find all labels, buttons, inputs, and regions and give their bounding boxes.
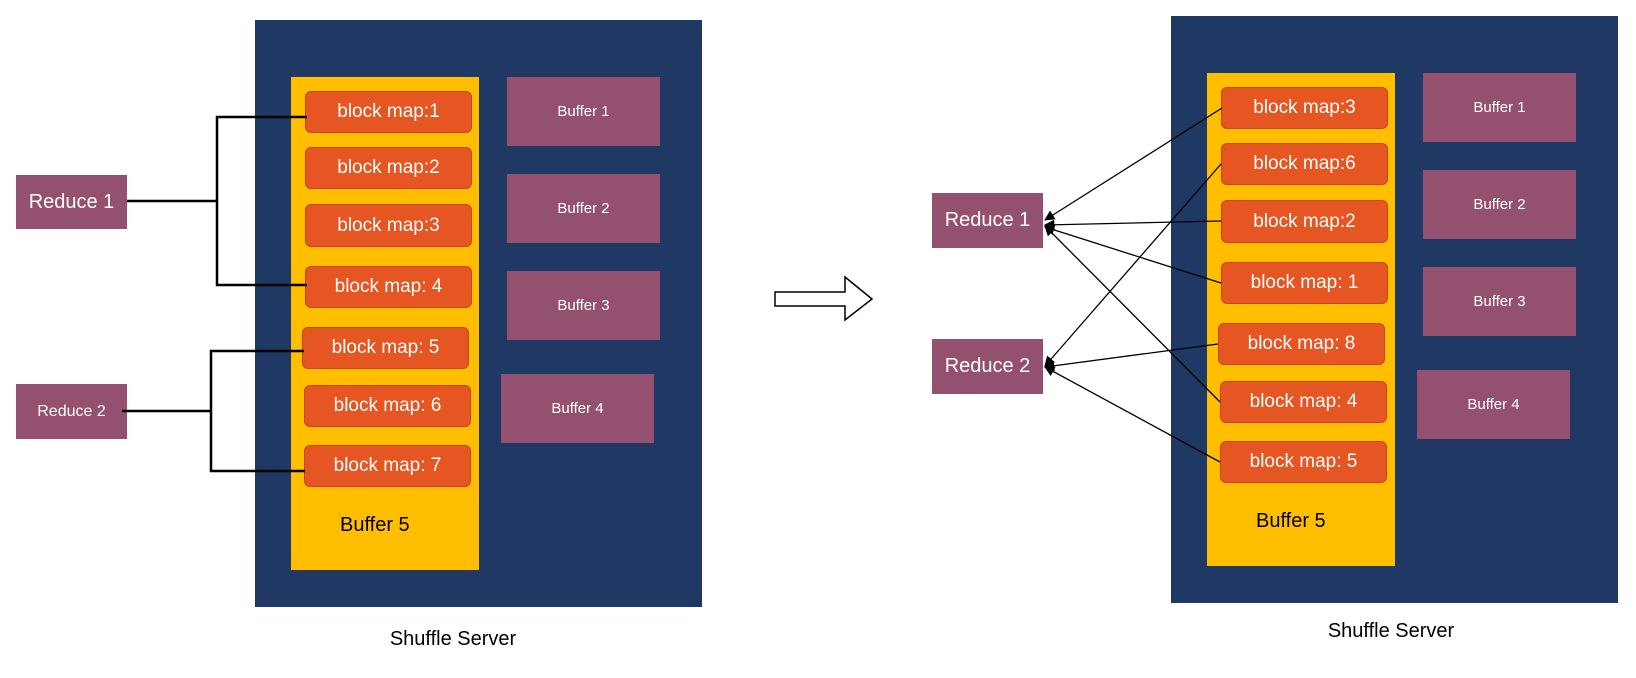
left-block-map-4: block map: 4 — [305, 266, 472, 308]
right-block-map-6: block map:6 — [1221, 143, 1388, 185]
left-shuffle-server-label: Shuffle Server — [389, 628, 517, 650]
right-reduce-2: Reduce 2 — [932, 339, 1043, 394]
right-block-map-4: block map: 4 — [1220, 381, 1387, 423]
left-buffer-3: Buffer 3 — [507, 271, 660, 340]
right-reduce-2-arrows — [1043, 163, 1222, 463]
left-reduce-1-bracket — [127, 115, 307, 287]
left-reduce-2-bracket — [122, 349, 305, 473]
left-buffer-1: Buffer 1 — [507, 77, 660, 146]
right-buffer-3: Buffer 3 — [1423, 267, 1576, 336]
left-block-map-5: block map: 5 — [302, 327, 469, 369]
right-buffer-2: Buffer 2 — [1423, 170, 1576, 239]
transition-arrow — [774, 275, 874, 322]
left-block-map-2: block map:2 — [305, 147, 472, 189]
right-shuffle-server-label: Shuffle Server — [1327, 620, 1455, 642]
right-block-map-3: block map:3 — [1221, 87, 1388, 129]
right-reduce-1: Reduce 1 — [932, 193, 1043, 248]
right-reduce-1-arrows — [1043, 107, 1223, 403]
left-buffer-2: Buffer 2 — [507, 174, 660, 243]
right-block-map-2: block map:2 — [1221, 200, 1388, 243]
right-block-map-5: block map: 5 — [1220, 441, 1387, 483]
right-buffer-5-label: Buffer 5 — [1256, 510, 1326, 532]
left-block-map-7: block map: 7 — [304, 445, 471, 487]
right-block-map-1: block map: 1 — [1221, 262, 1388, 304]
left-reduce-1: Reduce 1 — [16, 175, 127, 229]
left-block-map-6: block map: 6 — [304, 385, 471, 427]
right-buffer-4: Buffer 4 — [1417, 370, 1570, 439]
left-buffer-4: Buffer 4 — [501, 374, 654, 443]
right-block-map-8: block map: 8 — [1218, 323, 1385, 365]
left-block-map-3: block map:3 — [305, 204, 472, 247]
left-buffer-5-label: Buffer 5 — [340, 514, 410, 536]
left-reduce-2: Reduce 2 — [16, 384, 127, 439]
left-block-map-1: block map:1 — [305, 91, 472, 133]
right-buffer-1: Buffer 1 — [1423, 73, 1576, 142]
